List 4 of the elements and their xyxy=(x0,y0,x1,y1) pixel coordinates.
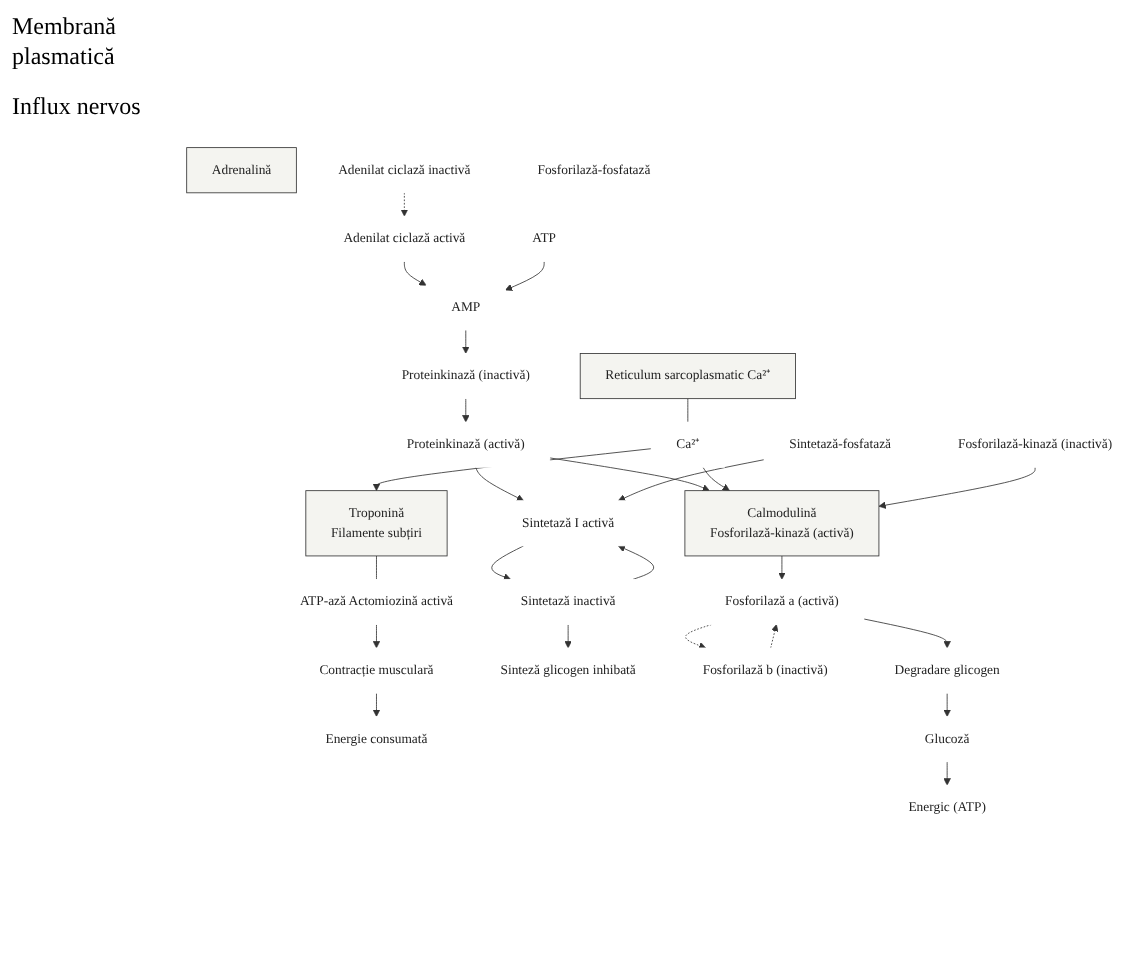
connector xyxy=(687,398,689,423)
connector xyxy=(376,555,377,580)
note-label: Influx nervos xyxy=(12,92,143,122)
membrane-label: Membrană plasmatică xyxy=(12,12,118,72)
